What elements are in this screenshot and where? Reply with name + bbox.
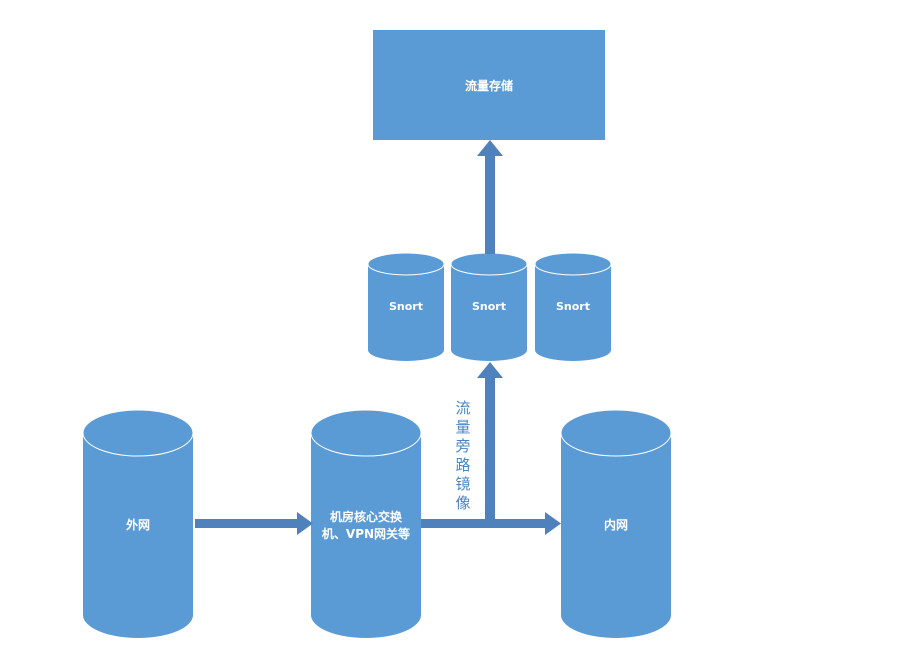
- snort-right-label: Snort: [556, 300, 590, 313]
- annotation-char: 流: [455, 399, 470, 417]
- external-network-cylinder: 外网: [82, 409, 194, 638]
- mirror-annotation: 流 量 旁 路 镜 像: [455, 399, 470, 512]
- annotation-char: 量: [455, 418, 470, 436]
- snort-cylinder-middle: Snort: [450, 252, 528, 361]
- arrow-external-to-core: [195, 512, 313, 535]
- arrow-core-to-internal: [421, 512, 561, 535]
- snort-cylinder-right: Snort: [534, 252, 612, 361]
- snort-cylinder-left: Snort: [367, 252, 445, 361]
- annotation-char: 镜: [455, 475, 470, 493]
- arrow-mirror-to-snort: [477, 362, 503, 522]
- annotation-char: 旁: [455, 437, 470, 455]
- core-switch-cylinder: 机房核心交换 机、VPN网关等: [310, 409, 422, 638]
- snort-left-label: Snort: [389, 300, 423, 313]
- internal-network-cylinder: 内网: [560, 409, 672, 638]
- core-switch-label-line2: 机、VPN网关等: [322, 526, 410, 541]
- storage-label: 流量存储: [465, 78, 513, 93]
- storage-box: 流量存储: [373, 30, 605, 140]
- external-label: 外网: [126, 517, 150, 532]
- arrow-snort-to-storage: [477, 140, 503, 254]
- internal-label: 内网: [604, 517, 628, 532]
- annotation-char: 像: [455, 494, 470, 512]
- annotation-char: 路: [455, 456, 470, 474]
- core-switch-label-line1: 机房核心交换: [330, 509, 403, 524]
- snort-middle-label: Snort: [472, 300, 506, 313]
